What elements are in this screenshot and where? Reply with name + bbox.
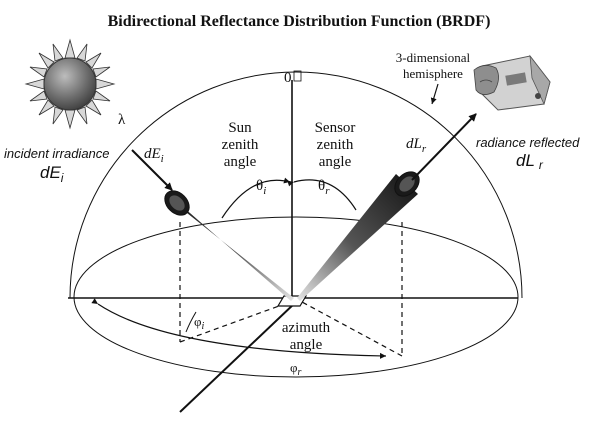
theta-i-label: θi [256, 178, 266, 197]
azimuth-label-2: angle [290, 337, 323, 353]
radiance-reflected-label: radiance reflected [476, 135, 580, 150]
reflected-cone [297, 171, 420, 301]
sensor-zenith-label-2: zenith [317, 137, 354, 153]
spectroradiometer-icon [473, 54, 551, 111]
ground-ellipse [73, 216, 519, 378]
hemisphere-label-line1: 3-dimensional [396, 50, 471, 65]
sensor-zenith-label-1: Sensor [315, 120, 356, 136]
incident-irradiance-symbol: dEi [40, 163, 64, 185]
theta-r-arc [287, 179, 357, 211]
sun-icon [24, 38, 116, 130]
theta-r-label: θr [318, 178, 330, 197]
dEi-label: dEi [144, 146, 164, 165]
incident-arrow [131, 149, 173, 191]
dLr-label: dLr [406, 136, 427, 155]
incident-cone [164, 190, 294, 301]
azimuth-label-1: azimuth [282, 320, 331, 336]
zenith-label: 0 [284, 70, 292, 86]
sun-zenith-label-3: angle [224, 154, 257, 170]
sun-zenith-label-2: zenith [222, 137, 259, 153]
sun-zenith-label-1: Sun [228, 120, 252, 136]
phi-r-label: φr [290, 360, 302, 378]
incident-irradiance-label: incident irradiance [4, 146, 110, 161]
zenith-degree-box [293, 70, 302, 82]
hemisphere-label-line2: hemisphere [403, 66, 463, 81]
phi-r-arc [91, 298, 387, 359]
theta-i-arc [221, 177, 291, 219]
hemisphere-dome [69, 71, 523, 299]
hemisphere-pointer [430, 83, 439, 105]
wavelength-label: λ [118, 112, 126, 128]
diagram-title: Bidirectional Reflectance Distribution F… [108, 13, 491, 30]
phi-i-label: φi [194, 314, 205, 332]
sensor-zenith-label-3: angle [319, 154, 352, 170]
reflected-arrow [411, 113, 477, 181]
